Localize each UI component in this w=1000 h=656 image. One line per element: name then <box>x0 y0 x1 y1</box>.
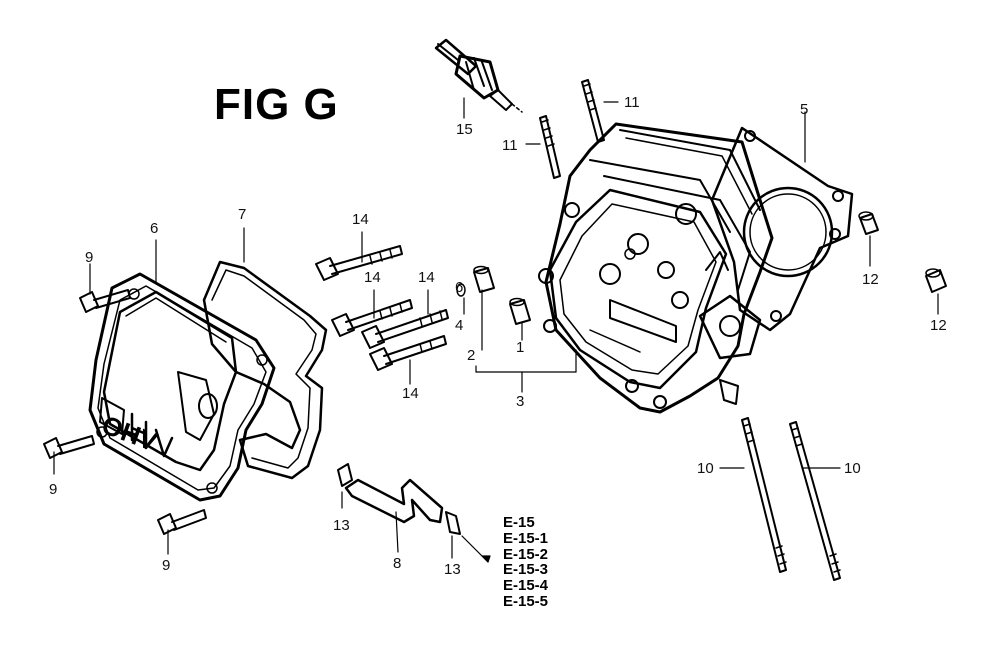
reference-item[interactable]: E-15-3 <box>503 561 549 579</box>
reference-item[interactable]: E-15-4 <box>503 577 549 595</box>
valve-cover-drawing <box>88 272 276 502</box>
reference-item[interactable]: E-15-2 <box>503 545 549 563</box>
head-gasket-drawing <box>710 126 854 332</box>
reference-list: E-15 E-15-1 E-15-2 E-15-3 E-15-4 E-15-5 <box>503 515 548 610</box>
figure-title: FIG G <box>214 80 339 129</box>
reference-item[interactable]: E-15-5 <box>503 592 549 610</box>
callout-11: 11 <box>502 137 518 154</box>
callout-9: 9 <box>85 249 94 266</box>
stud-bolt-drawing <box>539 79 605 179</box>
callout-3: 3 <box>516 393 525 410</box>
callout-10: 10 <box>844 460 861 477</box>
callout-8: 8 <box>393 555 402 572</box>
callout-14: 14 <box>352 211 369 228</box>
callout-14: 14 <box>364 269 381 286</box>
callout-5: 5 <box>800 101 809 118</box>
callout-2: 2 <box>467 347 476 364</box>
spark-plug-drawing <box>434 38 523 113</box>
cylinder-head-drawing <box>538 122 774 414</box>
cover-gasket-drawing <box>202 260 328 480</box>
breather-tube-drawing <box>337 463 461 535</box>
callout-1: 1 <box>516 339 525 356</box>
callout-9: 9 <box>49 481 58 498</box>
cover-bolt-drawing <box>315 245 449 371</box>
reference-item[interactable]: E-15-1 <box>503 529 549 547</box>
callout-13: 13 <box>444 561 461 578</box>
small-dowel-drawing <box>456 265 531 325</box>
callout-6: 6 <box>150 220 159 237</box>
callout-15: 15 <box>456 121 473 138</box>
callout-10: 10 <box>697 460 714 477</box>
callout-12: 12 <box>862 271 879 288</box>
callout-14: 14 <box>402 385 419 402</box>
head-bolt-drawing <box>741 417 841 581</box>
leader-lines <box>53 97 939 563</box>
reference-item[interactable]: E-15 <box>503 514 535 531</box>
callout-6: 6 <box>455 279 464 296</box>
callout-12: 12 <box>930 317 947 334</box>
callout-4: 4 <box>455 317 464 334</box>
callout-7: 7 <box>238 206 247 223</box>
callout-14: 14 <box>418 269 435 286</box>
callout-13: 13 <box>333 517 350 534</box>
callout-11: 11 <box>624 94 640 111</box>
callout-9: 9 <box>162 557 171 574</box>
dowel-pin-drawing <box>858 211 947 293</box>
flange-bolt-drawing <box>43 289 207 535</box>
